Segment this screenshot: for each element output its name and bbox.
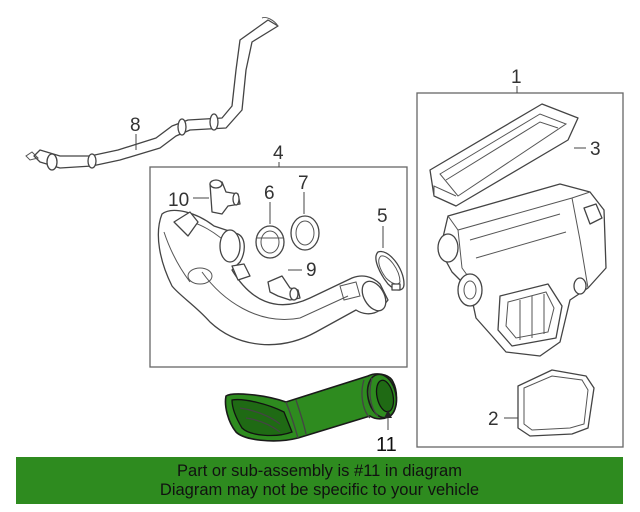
leader-11-arrow bbox=[384, 410, 392, 418]
callout-7: 7 bbox=[298, 173, 309, 194]
callout-3: 3 bbox=[590, 139, 601, 160]
part-3-air-filter[interactable] bbox=[429, 103, 579, 207]
part-5-gasket[interactable] bbox=[375, 250, 405, 291]
part-6-clamp[interactable] bbox=[255, 225, 285, 259]
part-2-seal[interactable] bbox=[517, 369, 595, 437]
callout-10: 10 bbox=[168, 190, 189, 211]
part-9-sensor[interactable] bbox=[267, 275, 301, 301]
callout-8: 8 bbox=[130, 115, 141, 136]
part-11-intake-duct[interactable] bbox=[224, 372, 400, 442]
banner-line-2: Diagram may not be specific to your vehi… bbox=[159, 481, 480, 499]
part-7-seal[interactable] bbox=[290, 215, 320, 251]
part-8-hose[interactable] bbox=[25, 17, 279, 171]
callout-4: 4 bbox=[273, 143, 284, 164]
callout-6: 6 bbox=[264, 183, 275, 204]
parts-diagram: 8 4 10 6 7 5 9 bbox=[25, 17, 624, 456]
intake-pipe-assembly[interactable] bbox=[157, 209, 390, 346]
callout-9: 9 bbox=[306, 260, 317, 281]
callout-11: 11 bbox=[376, 434, 397, 456]
banner-line-1: Part or sub-assembly is #11 in diagram bbox=[177, 462, 462, 480]
part-10-fitting[interactable] bbox=[209, 179, 241, 215]
callout-1: 1 bbox=[511, 67, 522, 88]
group-box-1 bbox=[416, 92, 624, 448]
air-cleaner-housing[interactable] bbox=[437, 183, 607, 357]
callout-2: 2 bbox=[488, 409, 499, 430]
callout-5: 5 bbox=[377, 206, 388, 227]
info-banner: Part or sub-assembly is #11 in diagram D… bbox=[16, 457, 623, 504]
